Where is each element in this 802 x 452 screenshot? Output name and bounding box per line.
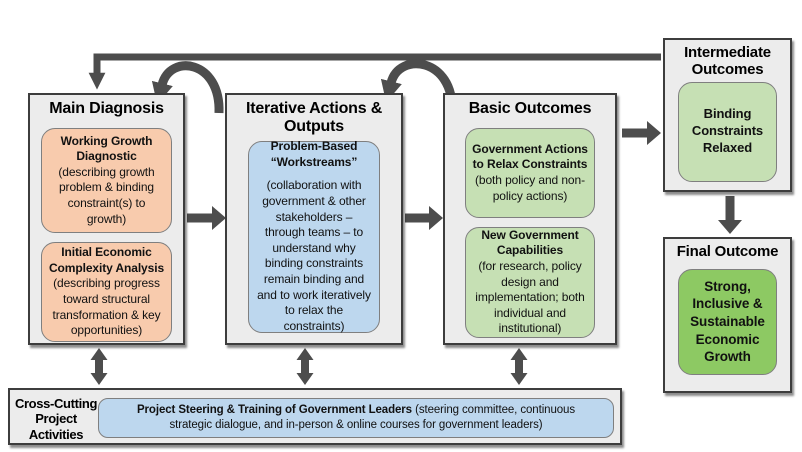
box-title: Binding Constraints Relaxed xyxy=(691,106,764,156)
box-body: (describing progress toward structural t… xyxy=(52,276,161,338)
box-title: Working Growth Diagnostic xyxy=(60,133,153,164)
main-diagnosis-header: Main Diagnosis xyxy=(49,100,164,117)
panel-final-outcome: Final Outcome Strong, Inclusive & Sustai… xyxy=(663,237,792,393)
box-new-government-capabilities: New Government Capabilities (for researc… xyxy=(465,226,595,338)
cross-cutting-header: Cross-Cutting Project Activities xyxy=(14,396,98,442)
box-strong-inclusive-sustainable-growth: Strong, Inclusive & Sustainable Economic… xyxy=(678,268,777,375)
box-body: (for research, policy design and impleme… xyxy=(475,259,585,336)
box-working-growth-diagnostic: Working Growth Diagnostic (describing gr… xyxy=(41,127,172,233)
bidirectional-arrow-basic-crosscut-icon xyxy=(510,348,528,385)
arrow-basic-to-intermediate-icon xyxy=(622,121,661,145)
box-initial-economic-complexity: Initial Economic Complexity Analysis (de… xyxy=(41,241,172,342)
box-title: Strong, Inclusive & Sustainable Economic… xyxy=(690,278,765,365)
bidirectional-arrow-iterative-crosscut-icon xyxy=(296,348,314,385)
panel-basic-outcomes: Basic Outcomes Government Actions to Rel… xyxy=(443,93,617,345)
panel-intermediate-outcomes: Intermediate Outcomes Binding Constraint… xyxy=(663,38,792,192)
box-title: Initial Economic Complexity Analysis xyxy=(48,245,165,275)
box-government-actions: Government Actions to Relax Constraints … xyxy=(465,127,595,218)
final-outcome-header: Final Outcome xyxy=(676,243,779,260)
intermediate-outcomes-header: Intermediate Outcomes xyxy=(684,44,771,78)
arrow-main-to-iterative-icon xyxy=(187,206,226,230)
box-problem-based-workstreams: Problem-Based “Workstreams” (collaborati… xyxy=(248,139,380,333)
arrow-intermediate-to-final-icon xyxy=(718,196,742,234)
panel-cross-cutting-activities: Cross-Cutting Project Activities Project… xyxy=(8,388,622,445)
box-body: (both policy and non-policy actions) xyxy=(475,172,585,203)
box-binding-constraints-relaxed: Binding Constraints Relaxed xyxy=(678,81,777,182)
box-body: (steering committee, continuous strategi… xyxy=(169,404,576,431)
panel-iterative-actions-outputs: Iterative Actions & Outputs Problem-Base… xyxy=(225,93,403,345)
panel-main-diagnosis: Main Diagnosis Working Growth Diagnostic… xyxy=(28,93,185,345)
feedback-arrow-intermediate-to-main xyxy=(88,53,661,90)
box-title: Government Actions to Relax Constraints xyxy=(472,141,588,172)
arrow-iterative-to-basic-icon xyxy=(405,206,443,230)
box-title: Problem-Based “Workstreams” xyxy=(270,139,358,169)
box-body: (describing growth problem & binding con… xyxy=(58,164,155,226)
iterative-actions-header: Iterative Actions & Outputs xyxy=(245,100,383,135)
bidirectional-arrow-main-crosscut-icon xyxy=(90,348,108,385)
box-title: New Government Capabilities xyxy=(481,227,579,258)
box-project-steering-training: Project Steering & Training of Governmen… xyxy=(98,398,614,438)
basic-outcomes-header: Basic Outcomes xyxy=(468,100,592,117)
box-text: Project Steering & Training of Governmen… xyxy=(117,403,595,433)
box-title: Project Steering & Training of Governmen… xyxy=(136,404,412,417)
box-body: (collaboration with government & other s… xyxy=(257,178,371,333)
